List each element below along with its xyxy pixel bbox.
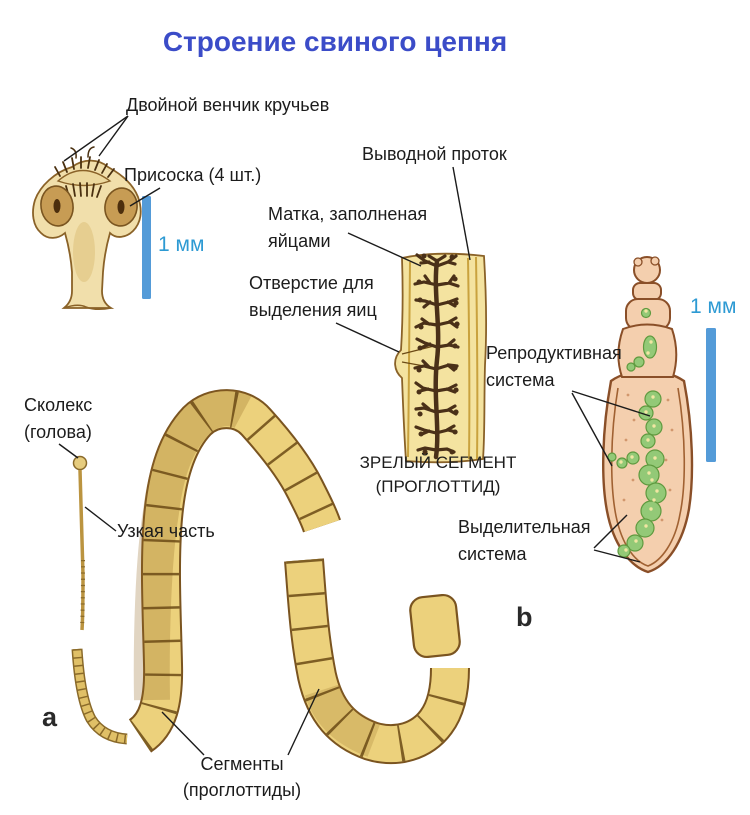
label-uterus-line2: яйцами [268, 231, 331, 251]
excretory-canal-line [610, 387, 686, 567]
worm-detached-proglottid [409, 593, 461, 659]
worm-neck-segmentation [80, 559, 85, 629]
worm-scolex-knob [72, 455, 88, 471]
label-excretory-line1: Выделительная [458, 517, 591, 537]
scolex-shading [73, 222, 95, 282]
label-scolex-line2: (голова) [24, 422, 92, 442]
scale-bar-right [706, 328, 716, 462]
scale-label-left: 1 мм [158, 233, 205, 256]
scale-label-right: 1 мм [690, 295, 737, 318]
label-scolex: Сколекс (голова) [24, 392, 92, 446]
segment-caption-line2: (ПРОГЛОТТИД) [375, 477, 501, 496]
scale-bar-left [142, 196, 151, 299]
mature-segment-illustration [394, 252, 487, 464]
leader-uterus [347, 232, 422, 267]
leader-reproductive-2 [571, 392, 613, 467]
worm-arch-band [127, 389, 341, 753]
whole-worm-illustration [71, 389, 470, 765]
leader-excretory-1 [593, 514, 628, 549]
page-title: Строение свиного цепня [162, 26, 508, 57]
label-reproductive-line1: Репродуктивная [486, 343, 622, 363]
label-reproductive: Репродуктивная система [486, 340, 622, 394]
segment-caption: ЗРЕЛЫЙ СЕГМЕНТ (ПРОГЛОТТИД) [352, 451, 524, 499]
leader-opening [335, 322, 400, 353]
body-stipple-dots [622, 393, 674, 522]
leader-duct [452, 166, 471, 261]
leader-hooks-2 [98, 115, 129, 157]
scolex-torn-edge [63, 304, 112, 311]
leader-scolex [58, 443, 79, 459]
label-hooks: Двойной венчик кручьев [126, 95, 330, 115]
label-excretory: Выделительная система [458, 514, 590, 568]
label-reproductive-line2: система [486, 370, 555, 390]
worm-narrow-neck [78, 469, 85, 631]
scolex-illustration [32, 146, 142, 311]
leader-suckers [129, 187, 161, 207]
leader-lines [58, 115, 651, 756]
reproductive-egg-dots [619, 309, 659, 552]
label-suckers: Присоска (4 шт.) [124, 165, 262, 185]
head-bump [650, 256, 660, 266]
sucker-left-slit [53, 199, 61, 213]
label-uterus: Матка, заполненая яйцами [268, 201, 427, 255]
worm-rope-section [71, 648, 128, 745]
leader-hooks-1 [63, 115, 129, 162]
leader-neck [84, 506, 117, 532]
uterus-branches [413, 253, 460, 460]
leader-segments-2 [287, 688, 320, 756]
segment-longitudinal-canals [407, 256, 479, 460]
scolex-suckers [40, 185, 138, 227]
leader-reproductive-1 [571, 390, 651, 417]
sucker-right-slit [117, 200, 125, 214]
label-scolex-line1: Сколекс [24, 395, 93, 415]
leader-segments-1 [161, 711, 205, 756]
label-segments-line2: (проглоттиды) [182, 780, 302, 800]
head-bump [633, 257, 643, 267]
neck-segment-1 [632, 282, 662, 301]
label-segments-line1: Сегменты [200, 754, 284, 774]
label-segments: Сегменты (проглоттиды) [158, 751, 326, 803]
cysticercus-illustration [602, 256, 694, 574]
label-opening-line2: выделения яиц [249, 300, 377, 320]
figure-marker-b: b [516, 602, 533, 632]
label-opening: Отверстие для выделения яиц [249, 270, 377, 324]
figure-marker-a: a [42, 702, 58, 732]
reproductive-system-green [607, 307, 667, 558]
worm-u-band [284, 558, 470, 765]
segment-caption-line1: ЗРЕЛЫЙ СЕГМЕНТ [359, 453, 517, 472]
label-uterus-line1: Матка, заполненая [268, 204, 428, 224]
label-duct: Выводной проток [362, 144, 507, 164]
label-neck: Узкая часть [117, 521, 215, 541]
leader-excretory-2 [593, 549, 641, 563]
label-excretory-line2: система [458, 544, 527, 564]
label-opening-line1: Отверстие для [249, 273, 374, 293]
